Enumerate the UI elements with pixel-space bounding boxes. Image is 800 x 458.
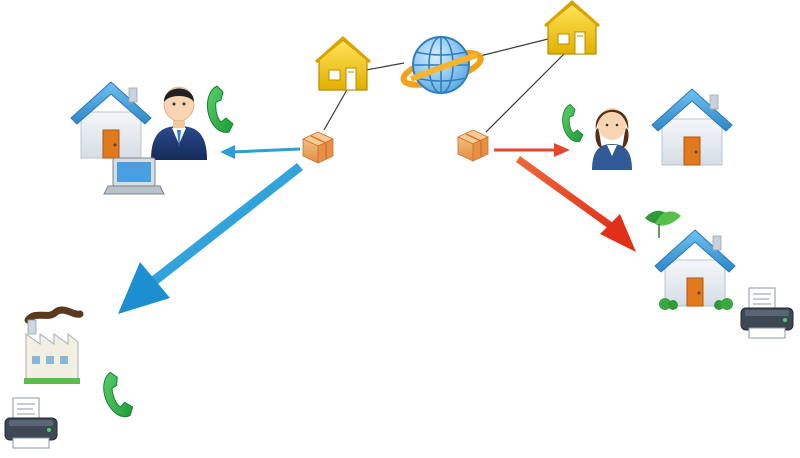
connector-lines: [323, 37, 567, 133]
phone-handset-icon: [206, 85, 234, 133]
flow-arrows: [118, 143, 636, 314]
eco-house-icon: [645, 210, 736, 310]
businessman-icon: [151, 86, 207, 160]
printer-icon: [740, 287, 794, 339]
link-warehouse-right-parcel-right: [485, 51, 567, 133]
red-arrow-to-woman: [494, 143, 570, 157]
parcel-box-icon: [302, 131, 334, 164]
house-icon: [651, 88, 733, 166]
house-icon: [70, 81, 152, 159]
parcel-box-icon: [457, 129, 489, 162]
link-warehouse-left-globe: [365, 62, 405, 71]
phone-handset-icon: [100, 369, 135, 421]
factory-icon: [24, 306, 84, 384]
red-arrow-to-eco-house: [516, 156, 636, 252]
warehouse-icon: [543, 0, 601, 56]
warehouse-icon: [314, 36, 372, 92]
laptop-icon: [103, 157, 165, 195]
businesswoman-icon: [592, 108, 632, 170]
printer-icon: [4, 397, 58, 449]
link-globe-warehouse-right: [479, 37, 553, 57]
blue-arrow-to-businessman: [220, 145, 301, 159]
phone-handset-icon: [562, 104, 584, 142]
blue-arrow-to-factory: [118, 163, 303, 314]
globe-icon: [400, 36, 484, 94]
link-warehouse-left-parcel-left: [323, 87, 349, 131]
